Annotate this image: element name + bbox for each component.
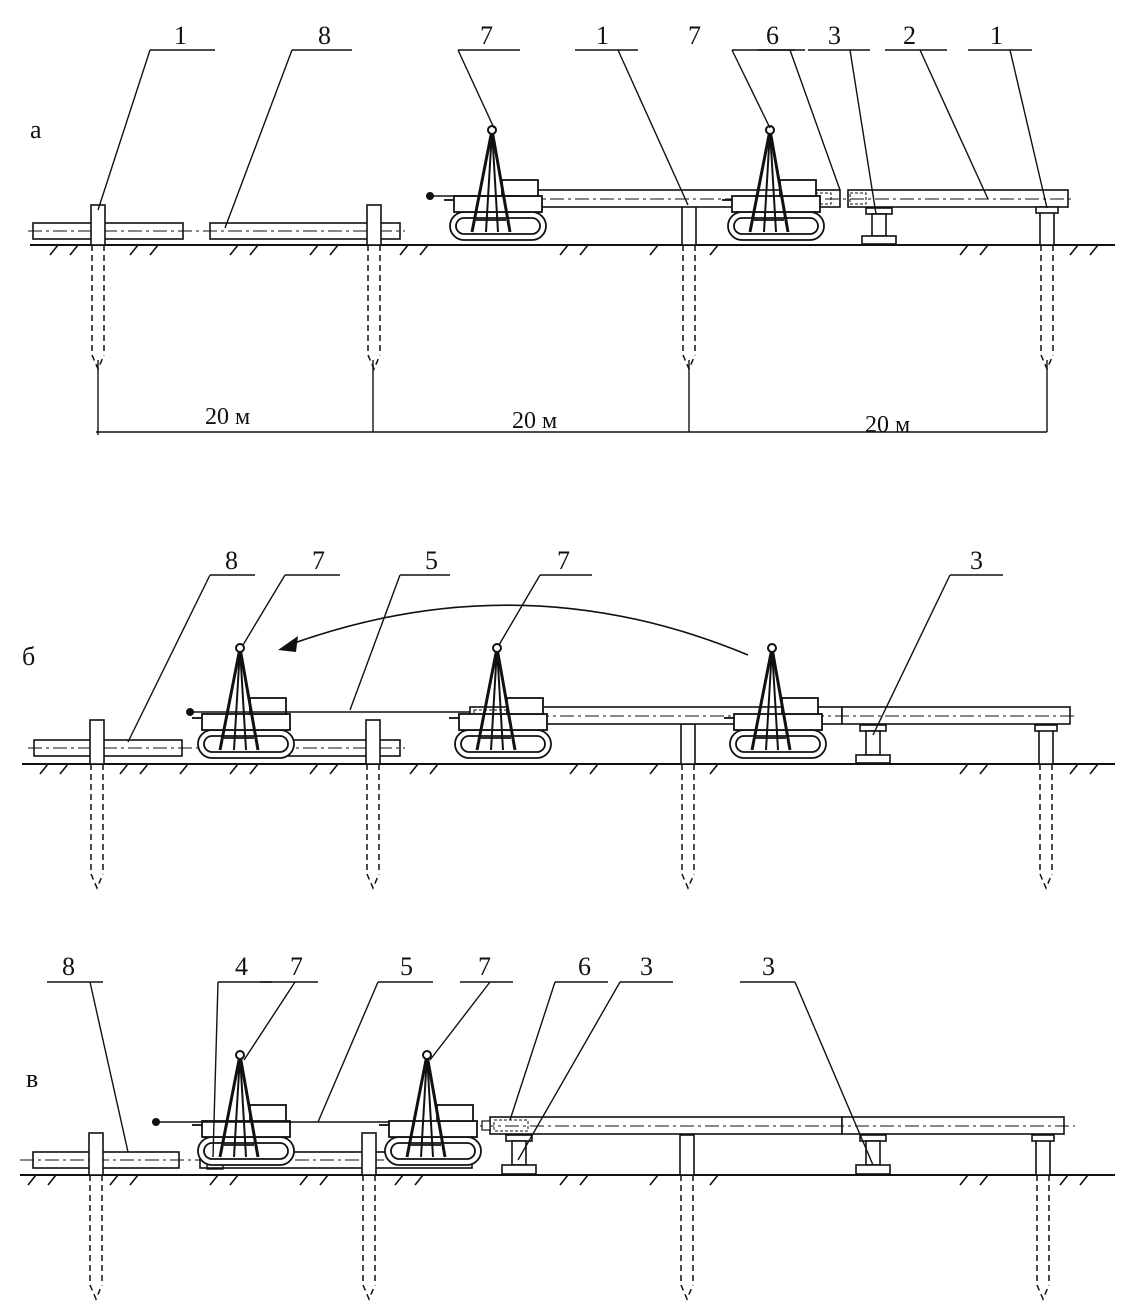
callout: 3 bbox=[762, 952, 775, 981]
callout: 4 bbox=[235, 952, 248, 981]
pipelayer-crane bbox=[720, 124, 826, 242]
callout: 7 bbox=[688, 21, 701, 50]
panel-a: а bbox=[28, 21, 1115, 438]
pipelayer-crane bbox=[722, 642, 828, 760]
pile bbox=[680, 723, 696, 889]
callout: 7 bbox=[557, 546, 570, 575]
callout: 7 bbox=[312, 546, 325, 575]
panel-label: б bbox=[22, 642, 35, 671]
panel-b: б bbox=[22, 546, 1115, 889]
callout: 1 bbox=[596, 21, 609, 50]
callout: 7 bbox=[480, 21, 493, 50]
callout: 5 bbox=[400, 952, 413, 981]
callout: 8 bbox=[225, 546, 238, 575]
callout: 6 bbox=[578, 952, 591, 981]
pipelayer-crane bbox=[190, 642, 296, 760]
pile bbox=[89, 719, 105, 889]
callout: 3 bbox=[970, 546, 983, 575]
support bbox=[855, 724, 891, 764]
pile bbox=[361, 1132, 377, 1300]
callout: 8 bbox=[318, 21, 331, 50]
pile bbox=[1035, 1139, 1051, 1300]
ground-hatching bbox=[39, 763, 1099, 775]
pile bbox=[365, 719, 381, 889]
pile bbox=[88, 1132, 104, 1300]
pile bbox=[90, 204, 106, 370]
callout: 3 bbox=[640, 952, 653, 981]
callout: 7 bbox=[290, 952, 303, 981]
pipelayer-crane bbox=[190, 1049, 296, 1167]
callout: 7 bbox=[478, 952, 491, 981]
callout: 1 bbox=[174, 21, 187, 50]
panel-label: а bbox=[30, 115, 42, 144]
support bbox=[855, 1134, 891, 1175]
pipelayer-crane bbox=[447, 642, 553, 760]
callout: 3 bbox=[828, 21, 841, 50]
pipelayer-crane bbox=[442, 124, 548, 242]
callout: 5 bbox=[425, 546, 438, 575]
callout: 1 bbox=[990, 21, 1003, 50]
callout: 2 bbox=[903, 21, 916, 50]
dimension-label: 20 м bbox=[512, 408, 557, 434]
support bbox=[861, 207, 897, 245]
callout: 8 bbox=[62, 952, 75, 981]
pile bbox=[1039, 207, 1055, 370]
dimension-label: 20 м bbox=[865, 412, 910, 438]
pile bbox=[679, 1134, 695, 1300]
panel-v: в bbox=[20, 952, 1115, 1300]
pipelayer-crane bbox=[377, 1049, 483, 1167]
support bbox=[501, 1134, 537, 1175]
pile bbox=[681, 204, 697, 370]
dimension-label: 20 м bbox=[205, 404, 250, 430]
pile bbox=[366, 204, 382, 370]
pile bbox=[1038, 727, 1054, 889]
ground-hatching bbox=[27, 1174, 1089, 1186]
callout: 6 bbox=[766, 21, 779, 50]
panel-label: в bbox=[26, 1064, 38, 1093]
ground-hatching bbox=[49, 244, 1099, 256]
